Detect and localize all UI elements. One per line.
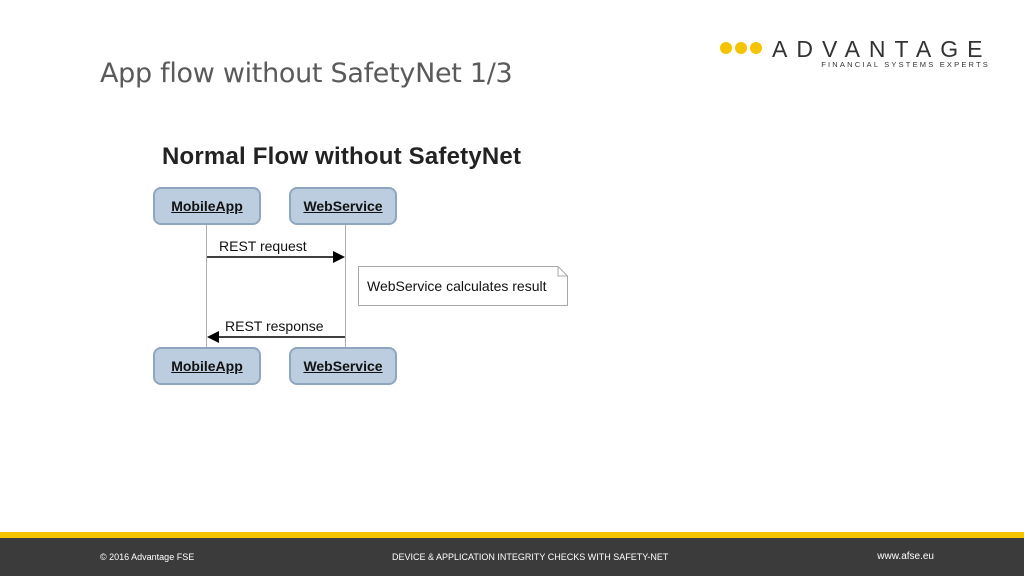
note-box: WebService calculates result <box>358 266 568 306</box>
footer-url: www.afse.eu <box>877 551 934 562</box>
logo-dots <box>720 42 762 54</box>
footer-accent-stripe <box>0 532 1024 538</box>
participant-webservice-bottom: WebService <box>289 347 397 385</box>
company-logo: ADVANTAGE FINANCIAL SYSTEMS EXPERTS <box>720 36 990 76</box>
participant-mobileapp-bottom: MobileApp <box>153 347 261 385</box>
footer-copyright: © 2016 Advantage FSE <box>100 552 195 562</box>
request-arrow <box>207 251 345 263</box>
logo-dot-icon <box>720 42 732 54</box>
participant-webservice-top: WebService <box>289 187 397 225</box>
logo-tagline: FINANCIAL SYSTEMS EXPERTS <box>821 60 990 69</box>
mobileapp-lifeline <box>206 225 207 347</box>
logo-wordmark: ADVANTAGE <box>772 36 992 62</box>
slide-title: App flow without SafetyNet 1/3 <box>100 58 513 89</box>
diagram-title: Normal Flow without SafetyNet <box>162 143 522 170</box>
note-shape <box>358 266 568 306</box>
logo-dot-icon <box>750 42 762 54</box>
request-message-label: REST request <box>219 238 307 254</box>
response-arrow <box>207 331 345 343</box>
note-text: WebService calculates result <box>367 278 547 294</box>
logo-dot-icon <box>735 42 747 54</box>
webservice-lifeline <box>345 225 346 347</box>
response-message-label: REST response <box>225 318 324 334</box>
footer-title: DEVICE & APPLICATION INTEGRITY CHECKS WI… <box>392 552 669 562</box>
participant-mobileapp-top: MobileApp <box>153 187 261 225</box>
footer-bar: © 2016 Advantage FSE DEVICE & APPLICATIO… <box>0 538 1024 576</box>
